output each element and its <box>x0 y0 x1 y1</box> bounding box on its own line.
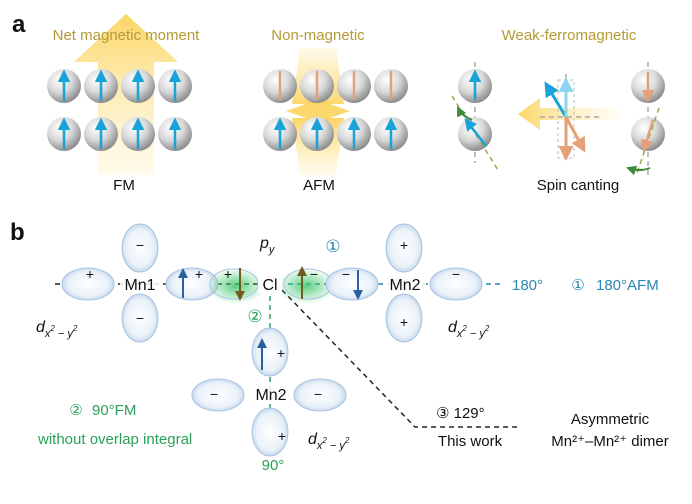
orbital-dx2y2-label-bottom: dx2 − y2 <box>308 431 350 452</box>
atom-mn2-bottom: Mn2 <box>255 387 286 404</box>
mn2b-sign-left: − <box>210 386 218 402</box>
canting-left-tilt-axis <box>451 95 499 171</box>
mn2b-sign-top: + <box>277 345 285 361</box>
mn2-right-orbitals: + + − − <box>325 223 483 343</box>
mn1-orbitals: − − + + <box>61 223 219 343</box>
mn1-sign-top: − <box>136 237 144 253</box>
dimer-label-line2: Mn²⁺–Mn²⁺ dimer <box>551 433 669 450</box>
mn1-lobe-left <box>61 267 115 301</box>
canting-left-sphere-bottom <box>458 117 492 151</box>
mn2b-sign-right: − <box>314 386 322 402</box>
mn2-bottom-orbitals: + + − − <box>191 327 347 457</box>
panel-b-letter: b <box>10 219 25 246</box>
canting-spin-orange-tilted <box>564 116 586 153</box>
canting-right-tilt-axis <box>635 107 660 177</box>
mn2r-lobe-right <box>429 267 483 301</box>
cl-sign-right: − <box>310 266 318 282</box>
path2-legend: 90°FM <box>92 402 136 419</box>
afm-column: Non-magnetic AFM <box>263 27 408 194</box>
path3-caption: This work <box>438 433 503 450</box>
afm-label: AFM <box>303 177 335 194</box>
orbital-dx2y2-label-right: dx2 − y2 <box>448 319 490 340</box>
mn1-sign-right: + <box>195 266 203 282</box>
path-129-line <box>281 289 520 428</box>
canting-right-rotation-arrow <box>626 165 651 176</box>
mn2b-sign-bottom: + <box>278 428 286 444</box>
path2-legend-marker: ② <box>69 402 82 419</box>
path1-marker: ① <box>325 237 340 256</box>
afm-spheres <box>263 69 408 151</box>
mn2r-sign-bottom: + <box>400 314 408 330</box>
afm-cancel-star <box>286 92 350 130</box>
mn2r-lobe-top <box>385 223 423 273</box>
mn2r-lobe-left <box>325 267 379 301</box>
afm-title: Non-magnetic <box>271 27 365 44</box>
path2-marker: ② <box>247 307 262 326</box>
mn2r-sign-top: + <box>400 237 408 253</box>
path2-angle: 90° <box>262 457 285 474</box>
canting-label: Spin canting <box>537 177 620 194</box>
mn1-lobe-top <box>121 223 159 273</box>
dimer-label-line1: Asymmetric <box>571 411 650 428</box>
fm-column: Net magnetic moment FM <box>47 14 200 194</box>
atom-mn1: Mn1 <box>124 277 155 294</box>
mn2b-lobe-right <box>293 378 347 412</box>
mn1-sign-bottom: − <box>136 310 144 326</box>
path2-note: without overlap integral <box>37 431 192 448</box>
mn2r-lobe-bottom <box>385 293 423 343</box>
mn1-sign-left: + <box>86 266 94 282</box>
canting-left-rotation-arrow <box>457 106 473 121</box>
path1-legend-marker: ① <box>571 277 584 294</box>
mn2r-sign-left: − <box>342 266 350 282</box>
canting-right-spin-bottom <box>640 119 655 153</box>
cl-sign-left: + <box>224 266 232 282</box>
canting-spin-blue-tilted <box>544 81 568 118</box>
mn2r-sign-right: − <box>452 266 460 282</box>
orbital-dx2y2-label-left: dx2 − y2 <box>36 319 78 340</box>
canting-column: Weak-ferromagnetic Spin canting <box>451 27 665 194</box>
atom-cl: Cl <box>262 277 277 294</box>
path1-angle: 180° <box>512 277 543 294</box>
mn1-lobe-bottom <box>121 293 159 343</box>
fm-title: Net magnetic moment <box>53 27 201 44</box>
canting-net-moment-beam <box>518 98 620 130</box>
fm-spheres <box>47 69 192 151</box>
mn2b-lobe-left <box>191 378 245 412</box>
panel-a-letter: a <box>12 11 26 38</box>
canting-title: Weak-ferromagnetic <box>502 27 637 44</box>
atom-mn2-right: Mn2 <box>389 277 420 294</box>
path1-legend: 180°AFM <box>596 277 659 294</box>
canting-left-spin-bottom <box>464 118 487 147</box>
orbital-py-label: py <box>259 235 276 256</box>
mn2b-lobe-bottom <box>251 407 289 457</box>
cl-orbitals: + − <box>206 266 336 304</box>
path3-label: ③ 129° <box>436 405 485 422</box>
fm-label: FM <box>113 177 135 194</box>
